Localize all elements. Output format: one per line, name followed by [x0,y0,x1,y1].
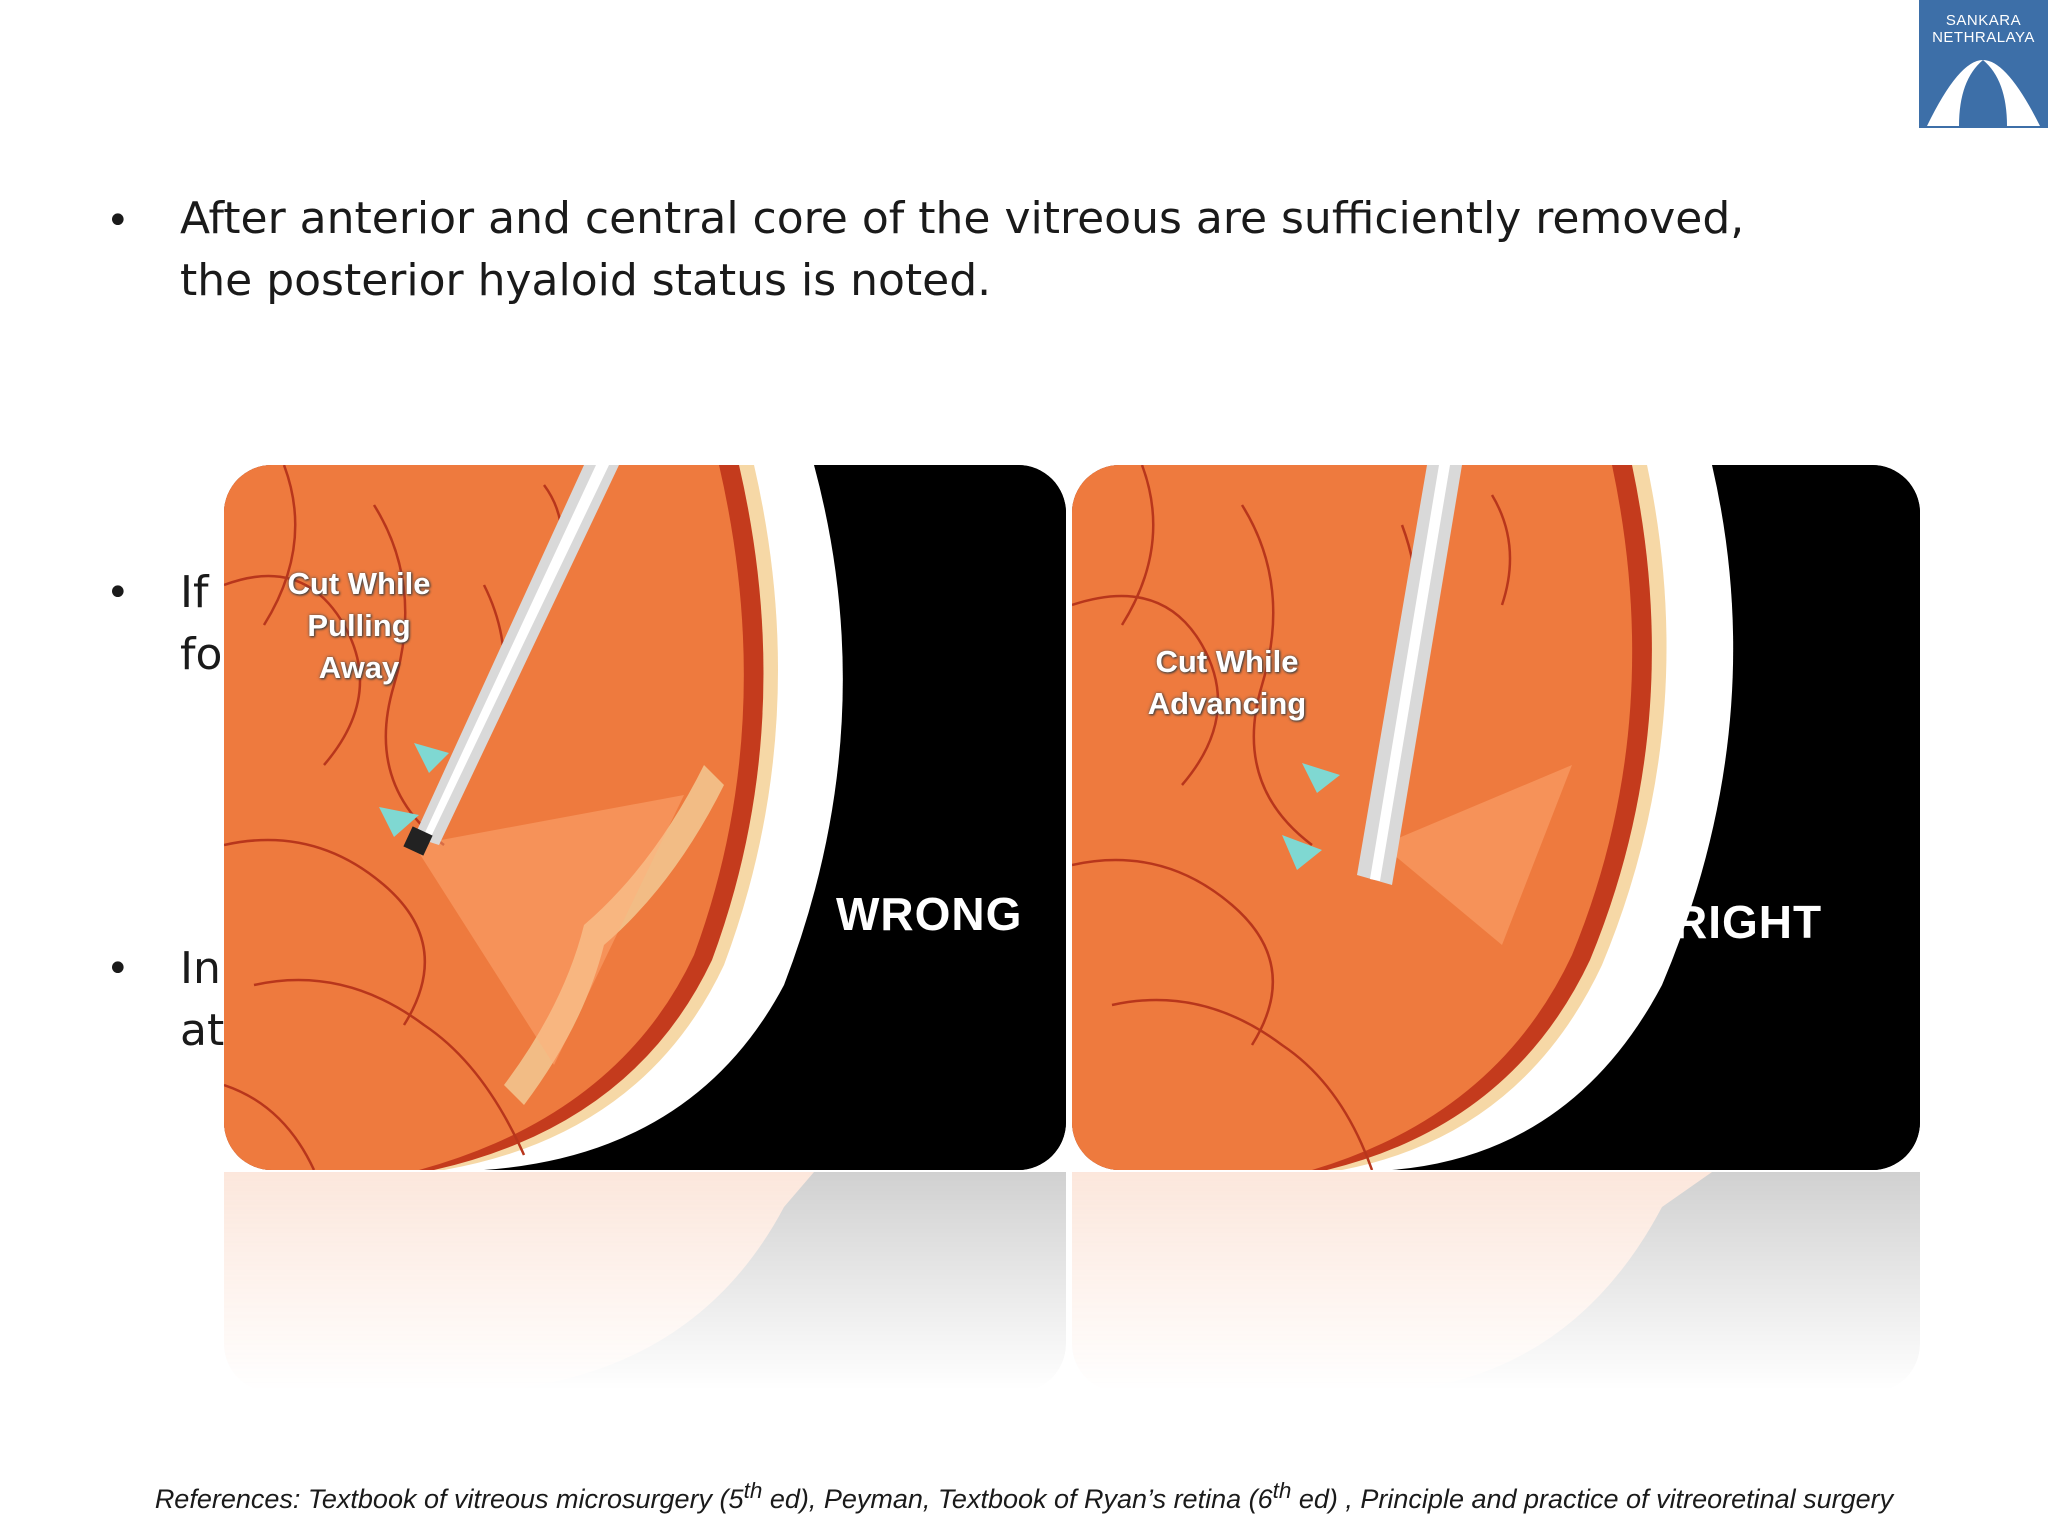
retina-illustration-wrong [224,465,1066,1170]
retina-illustration-right [1072,465,1920,1170]
bullet-dot: • [106,570,130,616]
bullet-text-3-line1: In [180,943,221,994]
bullet-text-3-line2: at [180,1005,225,1056]
verdict-wrong: WRONG [836,888,1023,940]
logo-text-line1: SANKARA [1945,12,2022,29]
references-footer: References: Textbook of vitreous microsu… [0,1478,2048,1515]
reflection-wrong-panel [224,1172,1066,1392]
references-mid: ed), Peyman, Textbook of Ryan’s retina (… [762,1484,1273,1514]
illustration-wrong-panel: Cut While Pulling Away WRONG [224,465,1066,1170]
sankara-nethralaya-logo: SANKARA NETHRALAYA [1919,0,2048,128]
caption-cut-while-advancing: Cut While Advancing [1147,644,1307,721]
bullet-dot: • [106,198,130,244]
logo-eye-icon [1927,60,2040,126]
logo-text-line2: NETHRALAYA [1932,29,2035,46]
bullet-dot: • [106,946,130,992]
references-prefix: References: Textbook of vitreous microsu… [154,1484,744,1514]
verdict-right: RIGHT [1674,896,1823,948]
reflection-right-panel [1072,1172,1920,1392]
references-sup-1: th [743,1478,763,1503]
bullet-text-2-line2: fo [180,629,223,680]
bullet-text-2-line1: If [180,567,209,618]
references-suffix: ed) , Principle and practice of vitreore… [1291,1484,1894,1514]
illustration-right-panel: Cut While Advancing RIGHT [1072,465,1920,1170]
references-sup-2: th [1272,1478,1292,1503]
bullet-text-1: After anterior and central core of the v… [180,193,1745,306]
caption-cut-while-pulling-away: Cut While Pulling Away [287,566,431,685]
